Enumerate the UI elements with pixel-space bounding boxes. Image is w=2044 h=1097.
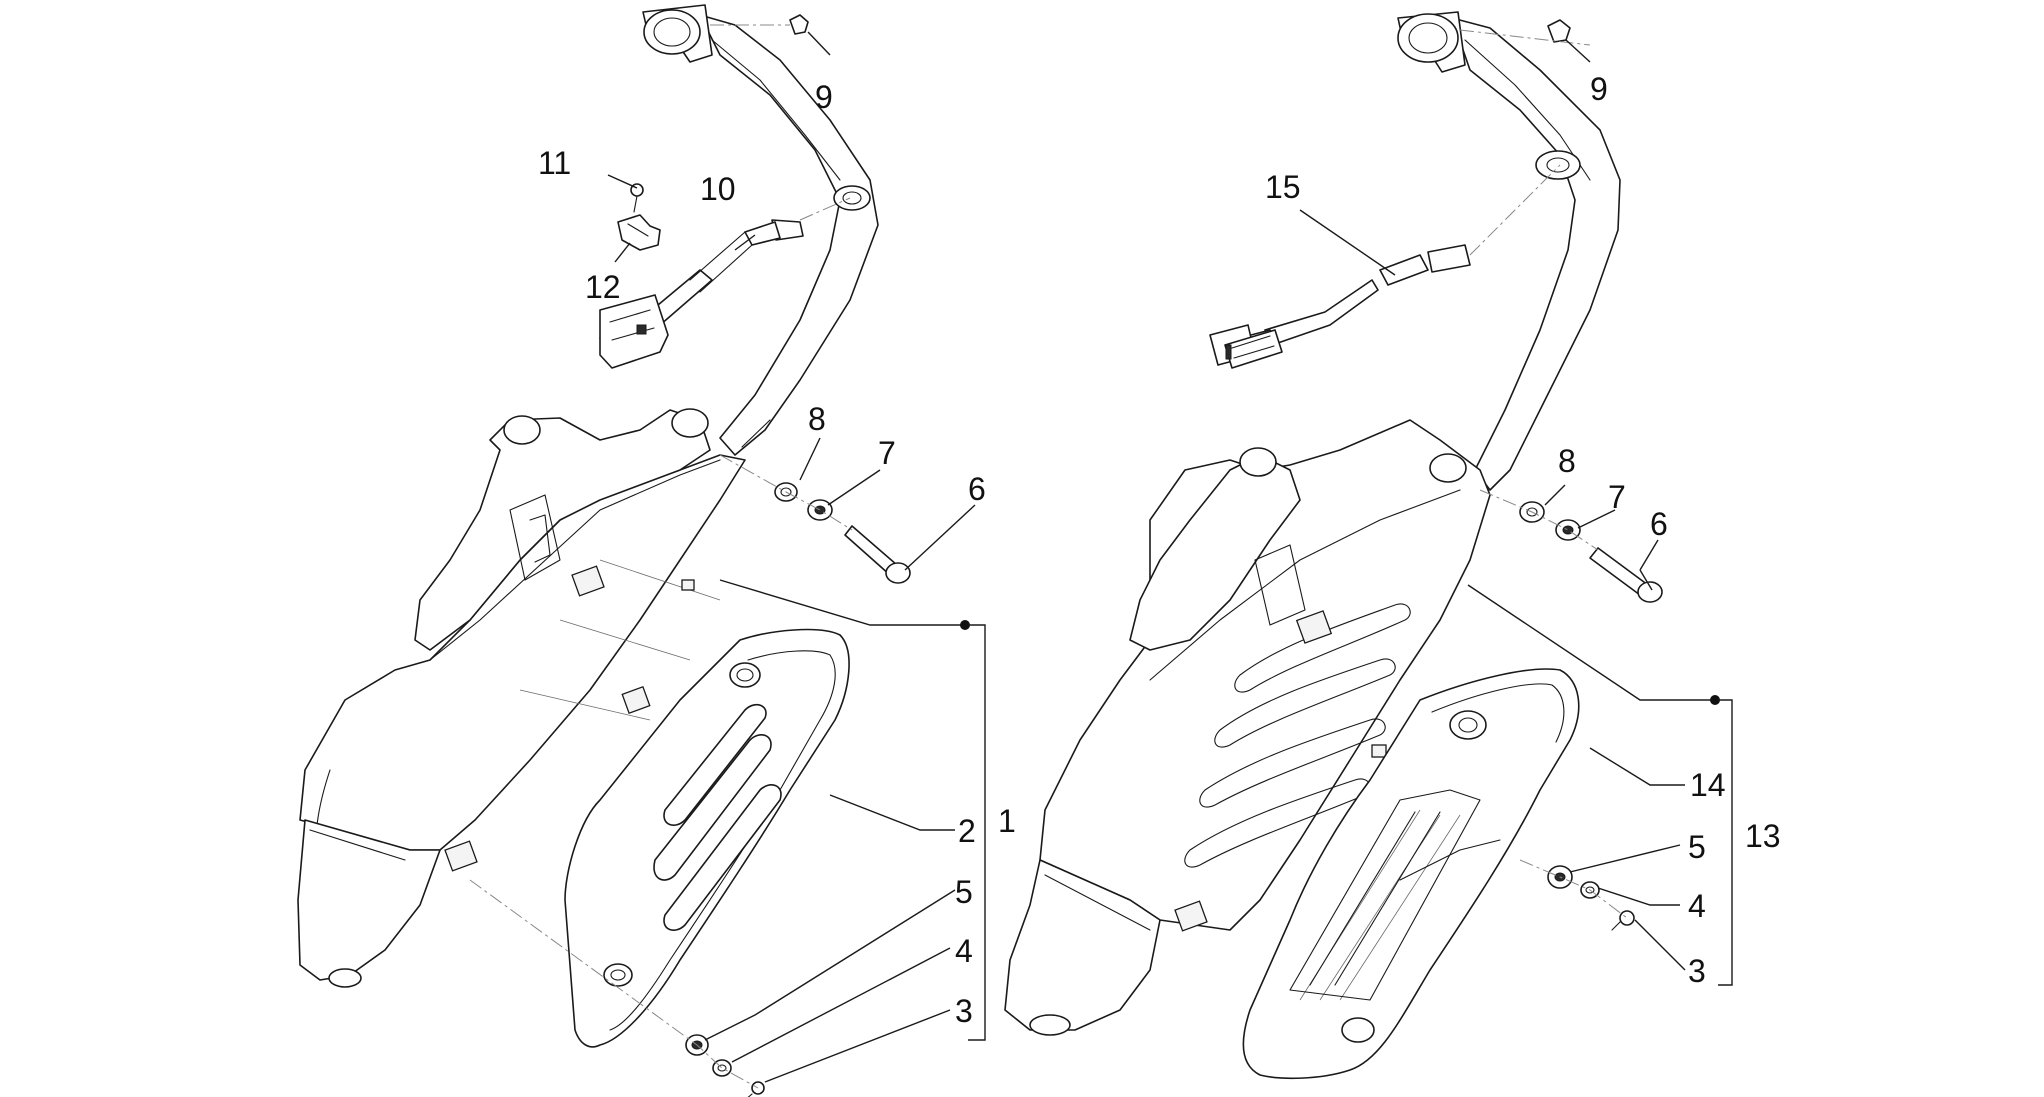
right-callouts: 9 15 8 7 6 14 13 5 4 3	[1265, 71, 1781, 989]
callout-right-13: 13	[1745, 818, 1781, 854]
callout-left-8: 8	[808, 401, 826, 437]
right-muffler	[1004, 419, 1491, 1036]
callout-right-8: 8	[1558, 443, 1576, 479]
right-assembly	[1004, 11, 1733, 1080]
left-bolt-6	[844, 525, 911, 584]
left-screw-11	[630, 183, 644, 213]
callout-left-3: 3	[955, 993, 973, 1029]
right-screw-3	[1611, 910, 1635, 931]
right-bolt-6	[1589, 547, 1663, 603]
right-lambda-sensor	[1209, 244, 1471, 369]
callout-left-5: 5	[955, 874, 973, 910]
callout-right-6: 6	[1650, 506, 1668, 542]
callout-right-7: 7	[1608, 479, 1626, 515]
callout-right-5: 5	[1688, 829, 1706, 865]
left-screw-3	[747, 1081, 765, 1097]
left-callouts: 9 11 10 12 8 7 6 2 1 5 4 3	[538, 79, 1016, 1029]
left-exhaust-pipe	[642, 4, 879, 456]
right-nut-9	[1547, 19, 1571, 43]
left-nut-9	[789, 14, 809, 35]
callout-left-7: 7	[878, 435, 896, 471]
callout-left-10: 10	[700, 171, 736, 207]
callout-left-12: 12	[585, 269, 621, 305]
callout-left-1: 1	[998, 803, 1016, 839]
callout-left-6: 6	[968, 471, 986, 507]
callout-right-9: 9	[1590, 71, 1608, 107]
callout-left-9: 9	[815, 79, 833, 115]
left-assembly	[297, 4, 986, 1097]
left-lambda-sensor	[599, 219, 804, 369]
callout-left-4: 4	[955, 933, 973, 969]
callout-left-2: 2	[958, 813, 976, 849]
callout-right-4: 4	[1688, 888, 1706, 924]
callout-right-14: 14	[1690, 767, 1726, 803]
left-heat-shield	[564, 628, 850, 1048]
right-heat-shield	[1242, 668, 1580, 1080]
callout-left-11: 11	[538, 145, 571, 181]
right-lock-washer-7	[1555, 519, 1581, 541]
left-muffler	[297, 408, 746, 988]
left-bracket-clip	[617, 214, 661, 251]
right-exhaust-pipe	[1397, 11, 1621, 491]
callout-right-3: 3	[1688, 953, 1706, 989]
callout-right-15: 15	[1265, 169, 1301, 205]
left-lock-washer-7	[807, 499, 833, 521]
